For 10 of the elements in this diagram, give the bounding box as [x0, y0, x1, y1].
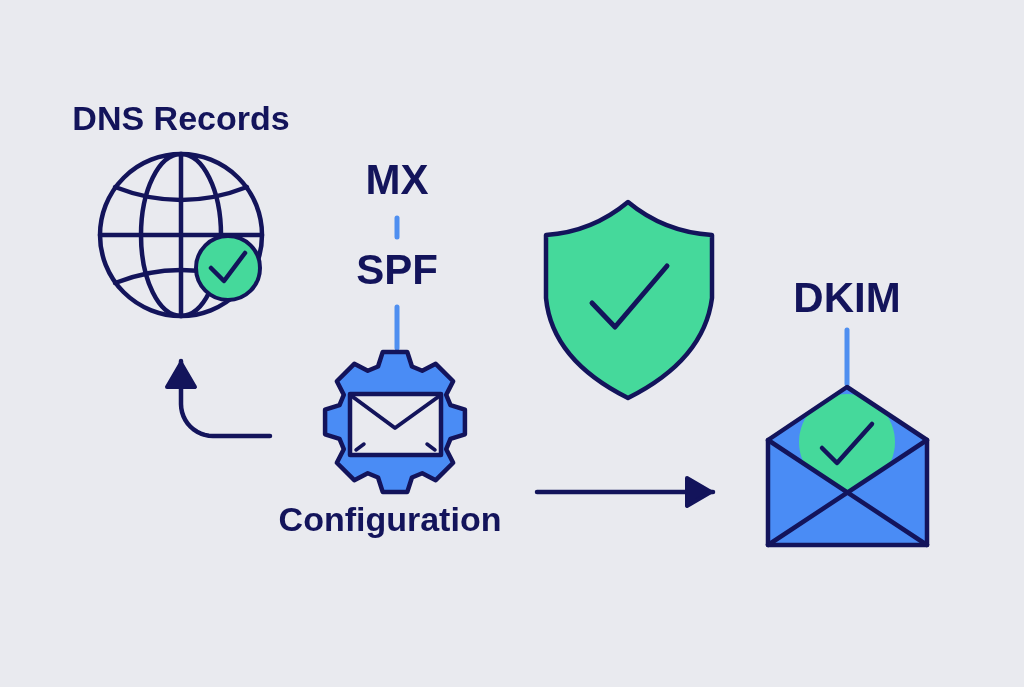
node-label: MX: [365, 157, 429, 203]
node-label: Configuration: [278, 499, 502, 539]
node-label: DNS Records: [72, 98, 290, 138]
arrow: [534, 476, 716, 508]
connector-line: [844, 327, 850, 387]
connector-line: [394, 304, 400, 351]
node-label: DKIM: [793, 275, 901, 321]
curved-arrow: [165, 358, 273, 439]
node-label: SPF: [356, 247, 438, 293]
connector-line: [394, 215, 400, 240]
